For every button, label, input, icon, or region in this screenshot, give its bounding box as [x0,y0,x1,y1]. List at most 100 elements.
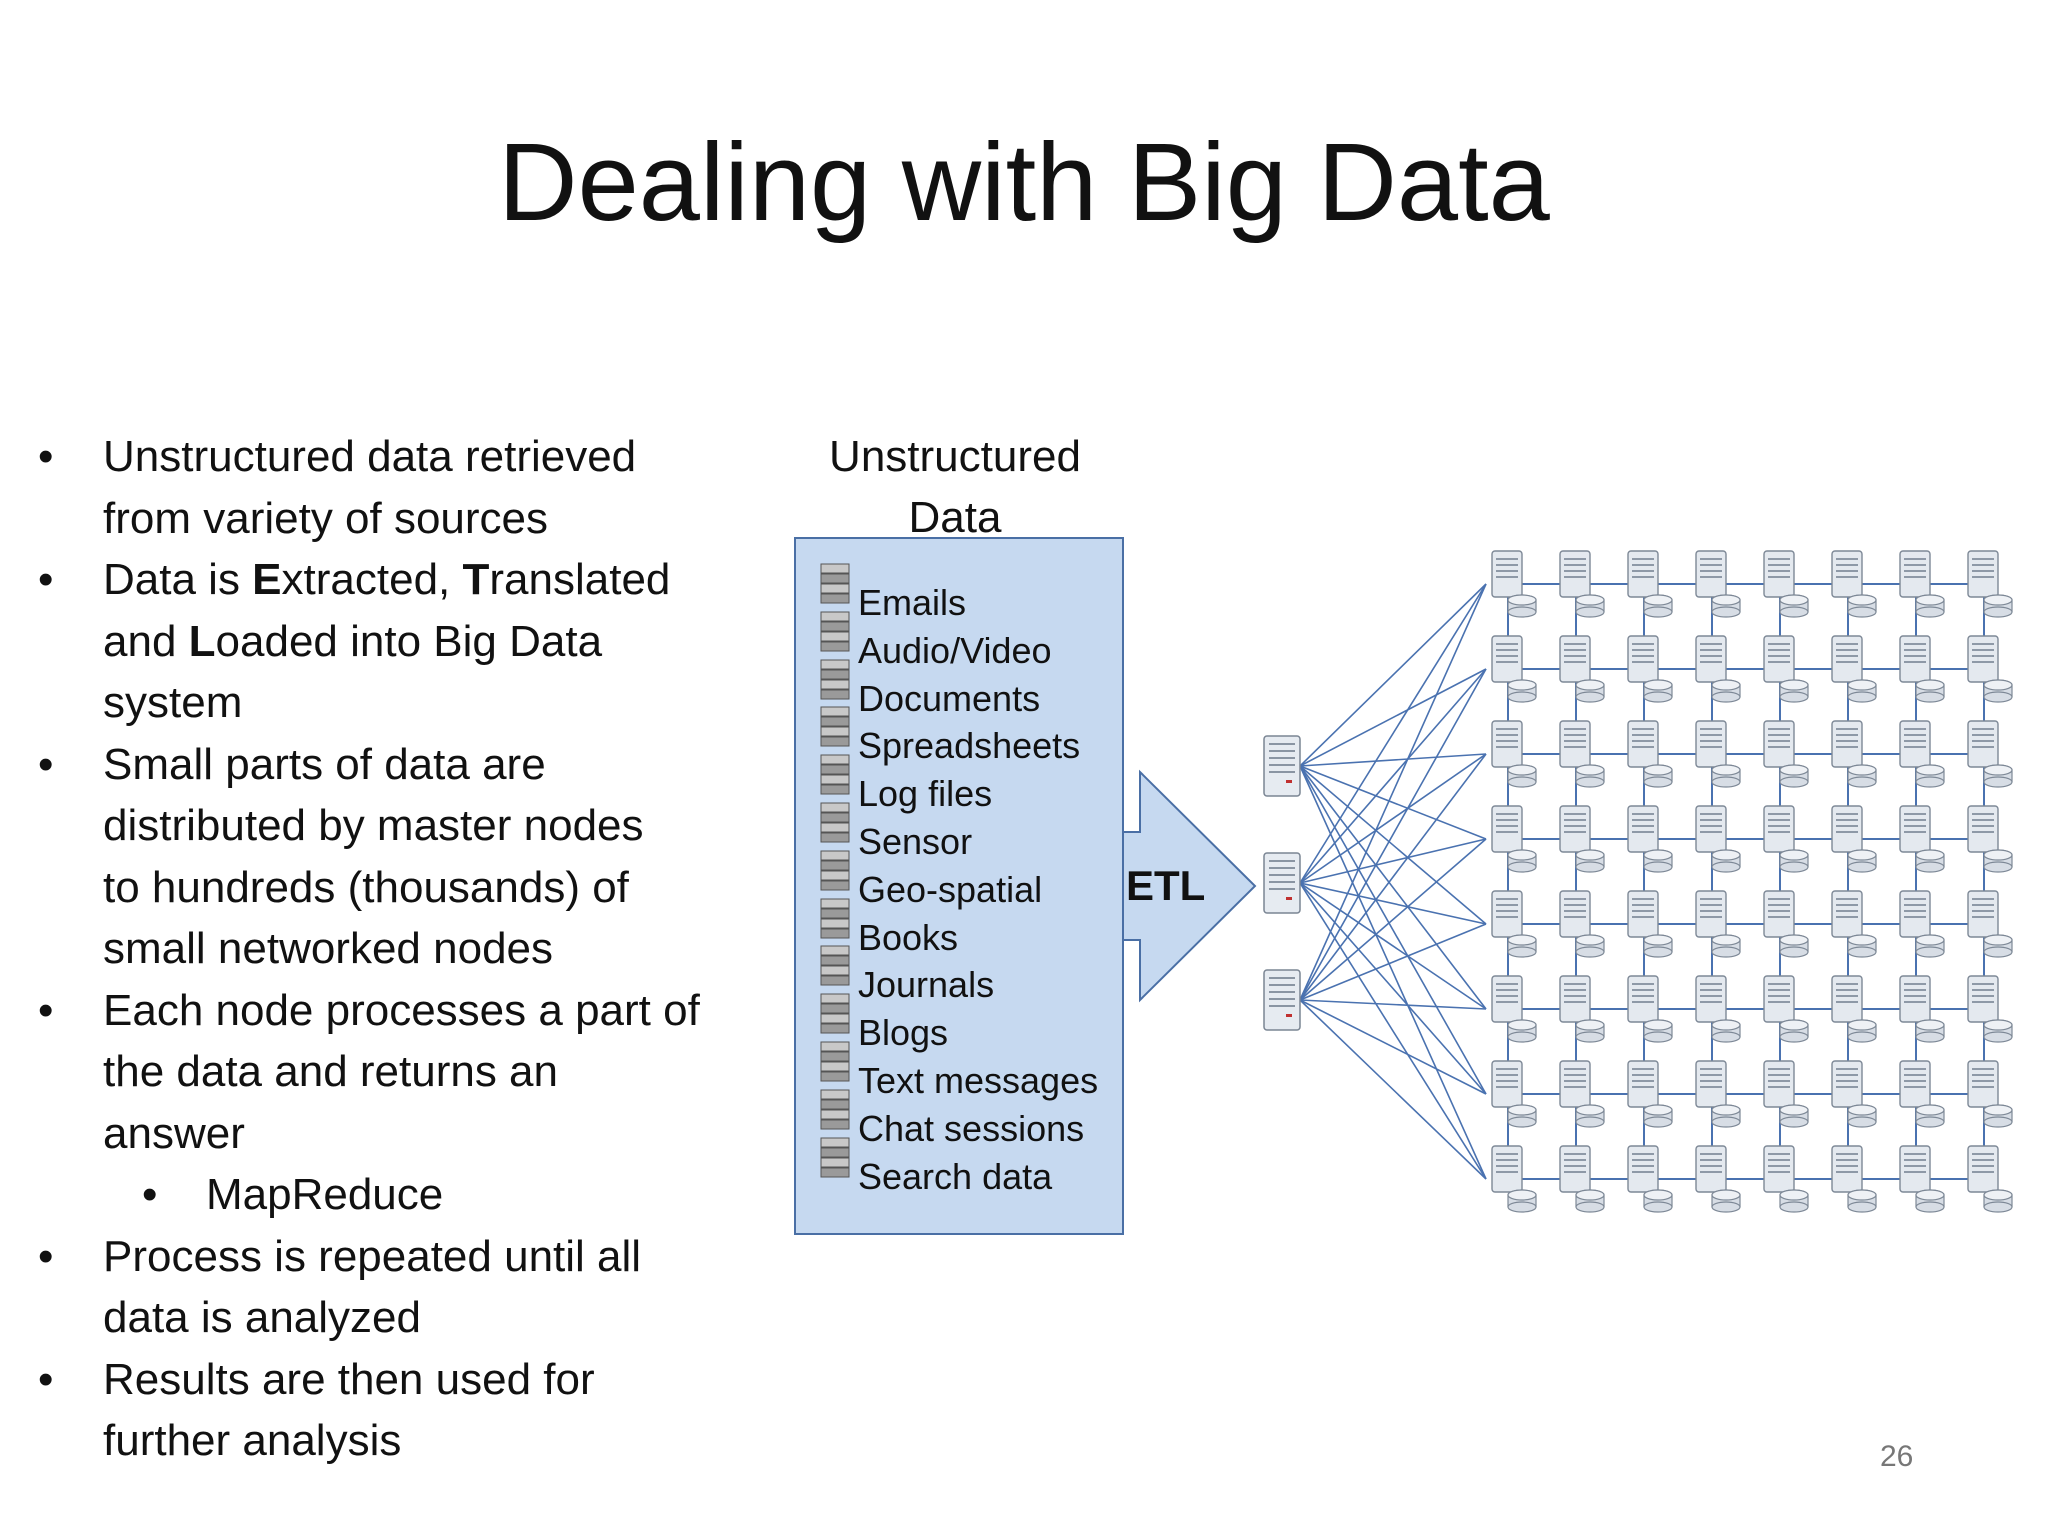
worker-node-icon [1695,1145,1741,1213]
worker-node-icon [1627,805,1673,873]
network-link [1299,668,1487,767]
master-node-server-icon [1263,735,1301,797]
network-link [1299,923,1487,1001]
worker-node-icon [1491,805,1537,873]
worker-node-icon [1695,805,1741,873]
worker-node-icon [1695,635,1741,703]
database-icon [820,659,850,700]
worker-node-icon [1967,975,2013,1043]
database-icon [820,611,850,652]
worker-node-icon [1695,1060,1741,1128]
worker-node-icon [1831,550,1877,618]
source-item: Sensor [858,821,973,862]
worker-node-icon [1559,1145,1605,1213]
master-node-server-icon [1263,852,1301,914]
worker-node-icon [1899,1145,1945,1213]
worker-node-icon [1627,975,1673,1043]
page-number: 26 [1880,1440,1914,1473]
network-link [1299,765,1487,1180]
worker-node-icon [1763,550,1809,618]
database-icon [820,802,850,843]
worker-node-icon [1559,1060,1605,1128]
worker-node-icon [1559,975,1605,1043]
source-item: Blogs [858,1012,949,1054]
sources-header: Unstructured Data [829,432,1081,542]
source-item: Journals [858,964,995,1006]
sub-bullet-item: •MapReduce [142,1170,444,1219]
worker-node-icon [1491,890,1537,958]
source-item: Geo-spatial [858,868,1043,910]
worker-node-icon [1831,635,1877,703]
worker-node-icon [1695,720,1741,788]
worker-node-icon [1831,1060,1877,1128]
worker-node-icon [1967,1145,2013,1213]
worker-node-icon [1763,635,1809,703]
worker-node-icon [1763,1060,1809,1128]
network-link [1299,882,1487,1010]
network-link [1299,838,1487,884]
worker-node-icon [1899,975,1945,1043]
network-link [1299,882,1487,1180]
network-link [1299,668,1487,884]
worker-node-icon [1763,1145,1809,1213]
network-link [1299,765,1487,1010]
worker-node-icon [1967,805,2013,873]
worker-node-icon [1831,890,1877,958]
worker-node-icon [1491,720,1537,788]
worker-node-icon [1491,635,1537,703]
network-link [1299,882,1487,1095]
worker-node-icon [1559,635,1605,703]
worker-node-icon [1491,550,1537,618]
network-link [1299,583,1487,767]
worker-node-icon [1899,720,1945,788]
worker-node-icon [1559,805,1605,873]
network-link [1299,882,1487,925]
worker-node-icon [1491,1060,1537,1128]
source-item: Search data [858,1155,1053,1197]
worker-node-icon [1491,975,1537,1043]
worker-node-icon [1627,550,1673,618]
worker-node-icon [1831,720,1877,788]
source-item: Text messages [858,1060,1099,1101]
network-link [1299,765,1487,925]
worker-node-icon [1559,890,1605,958]
source-item: Books [858,916,959,958]
network-link [1299,999,1487,1095]
worker-node-icon [1763,890,1809,958]
database-icon [820,898,850,939]
worker-node-icon [1831,805,1877,873]
etl-sentence: Data is Extracted, Translated [103,555,671,604]
worker-node-icon [1763,720,1809,788]
network-link [1299,753,1487,767]
network-link [1299,765,1487,840]
etl-arrow [1124,769,1257,1003]
worker-node-icon [1695,890,1741,958]
database-icon [820,1089,850,1130]
worker-node-icon [1967,550,2013,618]
worker-node-icon [1695,975,1741,1043]
network-link [1299,999,1487,1180]
database-icon [820,850,850,891]
source-item: Spreadsheets [858,725,1081,767]
database-icon [820,706,850,747]
worker-node-icon [1627,635,1673,703]
network-link [1299,753,1487,1001]
network-link [1299,999,1487,1010]
worker-node-icon [1967,1060,2013,1128]
etl-label: ETL [1126,862,1206,909]
worker-node-icon [1627,720,1673,788]
worker-node-icon [1831,1145,1877,1213]
source-item: Emails [858,582,967,623]
worker-node-icon [1559,550,1605,618]
slide-title: Dealing with Big Data [498,121,1550,244]
network-link [1299,838,1487,1001]
worker-node-icon [1763,805,1809,873]
worker-node-icon [1899,1060,1945,1128]
network-link [1299,583,1487,1001]
